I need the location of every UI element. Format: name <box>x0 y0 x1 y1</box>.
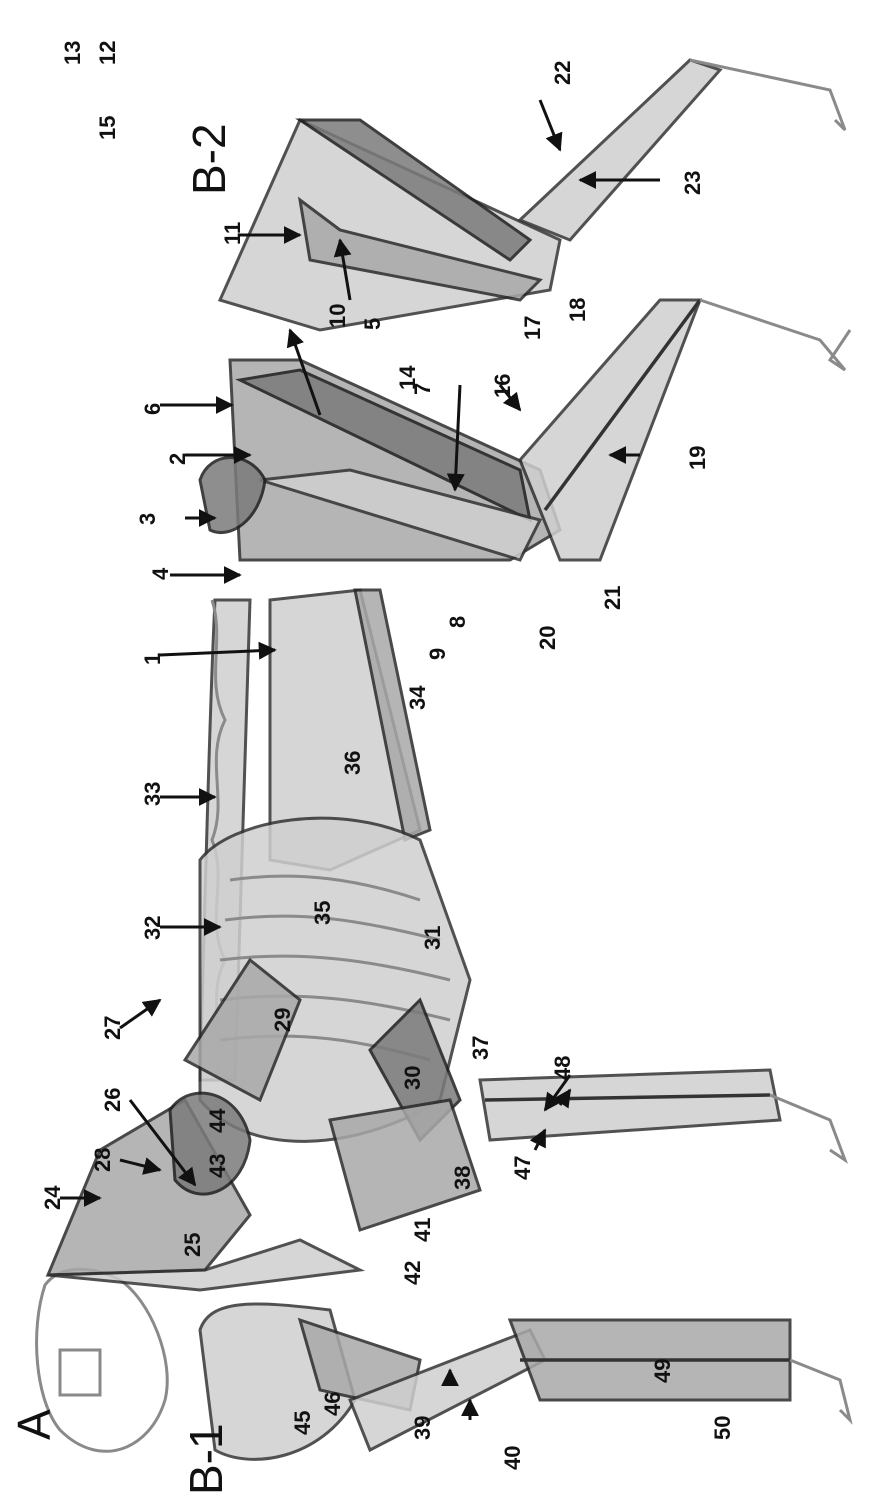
label-5: 5 <box>360 318 385 330</box>
label-44: 44 <box>205 1108 230 1133</box>
hind-foot <box>700 300 850 370</box>
muscle-38 <box>330 1100 480 1230</box>
label-10: 10 <box>325 304 350 328</box>
panel-b2-drawing <box>220 60 845 330</box>
label-31: 31 <box>420 926 445 950</box>
label-25: 25 <box>180 1233 205 1257</box>
label-3: 3 <box>135 513 160 525</box>
label-45: 45 <box>290 1411 315 1435</box>
label-15: 15 <box>95 116 120 140</box>
label-23: 23 <box>680 171 705 195</box>
label-36: 36 <box>340 751 365 775</box>
label-37: 37 <box>468 1036 493 1060</box>
muscle-47-48 <box>480 1070 780 1140</box>
skull-orbit <box>60 1350 100 1395</box>
label-48: 48 <box>550 1056 575 1080</box>
label-26: 26 <box>100 1088 125 1112</box>
fore-foot <box>770 1095 845 1160</box>
label-43: 43 <box>205 1154 230 1178</box>
label-2: 2 <box>165 453 190 465</box>
label-46: 46 <box>320 1392 345 1416</box>
label-20: 20 <box>535 626 560 650</box>
label-6: 6 <box>140 403 165 415</box>
label-19: 19 <box>685 446 710 470</box>
label-27: 27 <box>100 1016 125 1040</box>
label-18: 18 <box>565 298 590 322</box>
label-38: 38 <box>450 1166 475 1190</box>
label-50: 50 <box>710 1416 735 1440</box>
panel-title-a: A <box>8 1409 60 1440</box>
label-9: 9 <box>425 648 450 660</box>
b1-foot <box>790 1360 850 1420</box>
label-34: 34 <box>405 685 430 710</box>
label-39: 39 <box>410 1416 435 1440</box>
label-30: 30 <box>400 1066 425 1090</box>
label-32: 32 <box>140 916 165 940</box>
label-13: 13 <box>60 41 85 65</box>
label-24: 24 <box>40 1185 65 1210</box>
label-28: 28 <box>90 1148 115 1172</box>
panel-a-drawing <box>37 300 850 1451</box>
label-40: 40 <box>500 1446 525 1470</box>
panel-title-b1: B-1 <box>180 1423 232 1495</box>
label-35: 35 <box>310 901 335 925</box>
label-4: 4 <box>148 567 173 580</box>
label-11: 11 <box>220 222 245 245</box>
label-21: 21 <box>600 586 625 610</box>
label-16: 16 <box>490 374 515 398</box>
label-47: 47 <box>510 1156 535 1180</box>
muscle-22-23 <box>520 60 720 240</box>
label-17: 17 <box>520 316 545 340</box>
label-22: 22 <box>550 61 575 85</box>
label-42: 42 <box>400 1261 425 1285</box>
label-1: 1 <box>140 653 165 665</box>
label-41: 41 <box>410 1218 435 1242</box>
label-14: 14 <box>395 365 420 390</box>
label-8: 8 <box>445 616 470 628</box>
label-49: 49 <box>650 1359 675 1383</box>
label-29: 29 <box>270 1008 295 1032</box>
label-12: 12 <box>95 41 120 65</box>
panel-b1-drawing <box>200 1304 850 1459</box>
label-33: 33 <box>140 782 165 806</box>
panel-title-b2: B-2 <box>183 123 235 195</box>
